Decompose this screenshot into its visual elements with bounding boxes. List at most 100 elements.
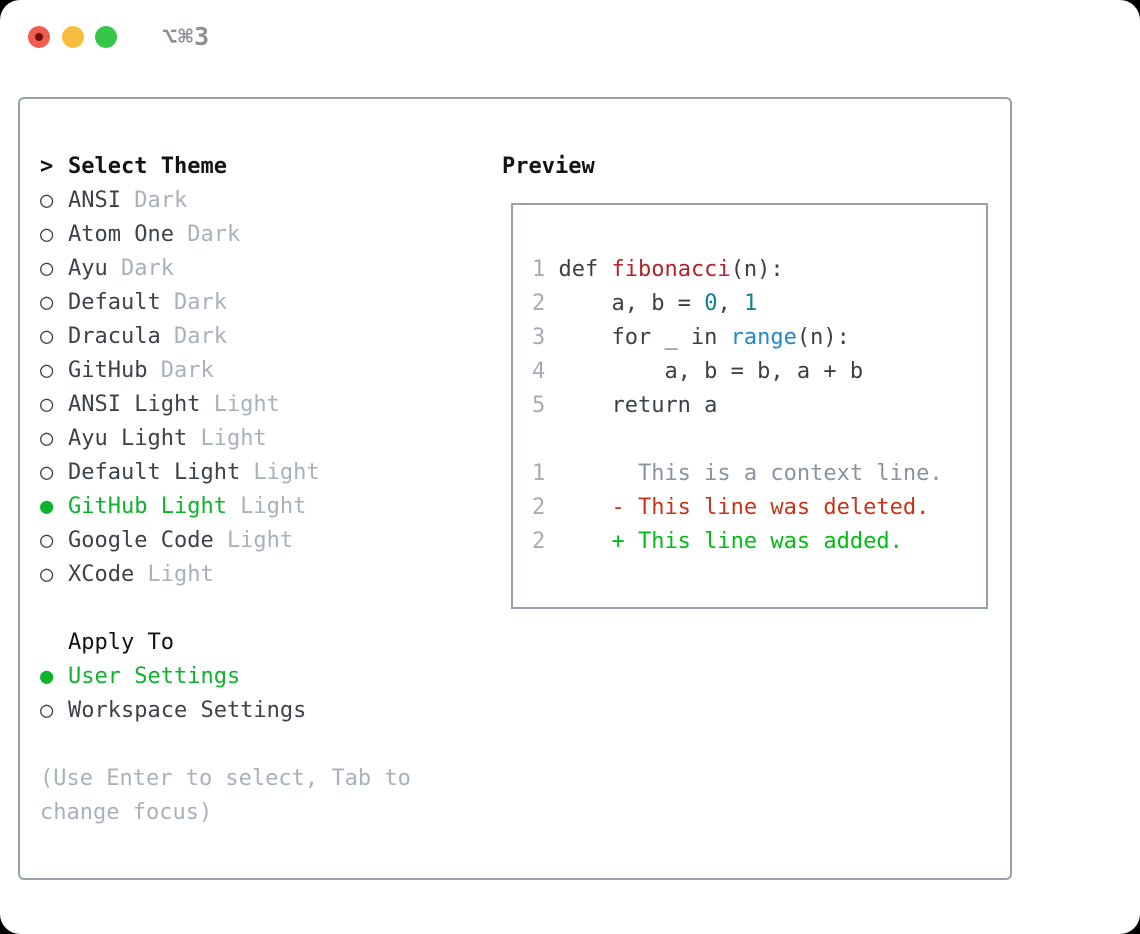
diff-text: This is a context line. xyxy=(545,461,943,486)
code-token-builtin: range xyxy=(730,325,797,350)
code-token: a, b = b, a + b xyxy=(545,359,864,384)
radio-icon: ○ xyxy=(40,290,54,315)
theme-tag: Light xyxy=(213,392,280,417)
theme-option-default-dark[interactable]: ○ Default Dark xyxy=(40,286,490,320)
radio-icon: ○ xyxy=(40,256,54,281)
radio-icon: ○ xyxy=(40,562,54,587)
line-number: 4 xyxy=(532,359,546,384)
theme-option-ayu-dark[interactable]: ○ Ayu Dark xyxy=(40,252,490,286)
theme-option-ansi-light[interactable]: ○ ANSI Light Light xyxy=(40,388,490,422)
code-line: 2 a, b = 0 , 1 xyxy=(532,287,986,321)
theme-tag: Light xyxy=(240,494,307,519)
select-theme-title: Select Theme xyxy=(68,154,227,179)
theme-option-default-light[interactable]: ○ Default Light Light xyxy=(40,456,490,490)
theme-name: XCode xyxy=(68,562,135,587)
theme-tag: Light xyxy=(253,460,320,485)
diff-deleted-line: 2 - This line was deleted. xyxy=(532,491,986,525)
radio-icon: ○ xyxy=(40,528,54,553)
theme-name: ANSI xyxy=(68,188,121,213)
radio-icon: ○ xyxy=(40,392,54,417)
code-token: def xyxy=(545,257,612,282)
diff-preview: 1 This is a context line. 2 - This line … xyxy=(532,457,986,559)
code-line: 5 return a xyxy=(532,389,986,423)
preview-title: Preview xyxy=(502,154,595,179)
code-line: 1 def fibonacci (n): xyxy=(532,253,986,287)
diff-added-line: 2 + This line was added. xyxy=(532,525,986,559)
help-text: (Use Enter to select, Tab to change focu… xyxy=(40,766,411,825)
code-token: for _ in xyxy=(545,325,731,350)
line-number: 2 xyxy=(532,291,546,316)
theme-option-ansi-dark[interactable]: ○ ANSI Dark xyxy=(40,184,490,218)
prompt-icon: > xyxy=(40,154,54,179)
select-theme-header: > Select Theme xyxy=(40,150,490,184)
code-token-function: fibonacci xyxy=(611,257,731,282)
theme-option-dracula-dark[interactable]: ○ Dracula Dark xyxy=(40,320,490,354)
code-token-number: 1 xyxy=(743,291,758,316)
preview-pane: 1 def fibonacci (n): 2 a, b = 0 , 1 3 fo… xyxy=(511,203,988,609)
diff-text: + This line was added. xyxy=(545,529,903,554)
radio-icon: ○ xyxy=(40,460,54,485)
theme-name: Default xyxy=(68,290,161,315)
theme-option-google-code-light[interactable]: ○ Google Code Light xyxy=(40,524,490,558)
apply-option-label: User Settings xyxy=(68,664,241,689)
theme-tag: Dark xyxy=(160,358,214,383)
line-number: 5 xyxy=(532,393,546,418)
theme-tag: Light xyxy=(200,426,267,451)
radio-selected-icon: ● xyxy=(40,664,54,689)
code-line: 4 a, b = b, a + b xyxy=(532,355,986,389)
theme-name: GitHub xyxy=(68,358,148,383)
apply-to-title: Apply To xyxy=(68,630,174,655)
theme-name: Google Code xyxy=(68,528,214,553)
radio-icon: ○ xyxy=(40,324,54,349)
diff-text: - This line was deleted. xyxy=(545,495,930,520)
radio-icon: ○ xyxy=(40,426,54,451)
code-token-number: 0 xyxy=(704,291,718,316)
line-number: 3 xyxy=(532,325,546,350)
spacer xyxy=(40,626,68,660)
theme-name: Ayu xyxy=(68,256,108,281)
radio-icon: ○ xyxy=(40,698,54,723)
theme-option-github-dark[interactable]: ○ GitHub Dark xyxy=(40,354,490,388)
theme-name: Atom One xyxy=(68,222,174,247)
radio-icon: ○ xyxy=(40,222,54,247)
theme-tag: Light xyxy=(226,528,294,553)
line-number: 1 xyxy=(532,257,546,282)
theme-option-ayu-light[interactable]: ○ Ayu Light Light xyxy=(40,422,490,456)
close-button[interactable] xyxy=(28,26,50,48)
theme-option-atom-one-dark[interactable]: ○ Atom One Dark xyxy=(40,218,490,252)
apply-option-workspace-settings[interactable]: ○ Workspace Settings xyxy=(40,694,490,728)
theme-option-xcode-light[interactable]: ○ XCode Light xyxy=(40,558,490,592)
radio-selected-icon: ● xyxy=(40,494,54,519)
apply-to-header: Apply To xyxy=(40,626,490,660)
code-token: , xyxy=(717,291,744,316)
theme-tag: Dark xyxy=(187,222,241,247)
code-token: a, b = xyxy=(545,291,705,316)
code-token: return a xyxy=(545,393,718,418)
theme-tag: Dark xyxy=(134,188,188,213)
theme-name: GitHub Light xyxy=(68,494,227,519)
line-number: 2 xyxy=(532,529,546,554)
theme-selector: > Select Theme ○ ANSI Dark ○ Atom One Da… xyxy=(40,150,490,830)
theme-tag: Dark xyxy=(173,290,227,315)
theme-name: ANSI Light xyxy=(68,392,201,417)
theme-name: Dracula xyxy=(68,324,161,349)
theme-tag: Light xyxy=(147,562,214,587)
code-token: (n): xyxy=(730,257,784,282)
theme-tag: Dark xyxy=(120,256,174,281)
diff-context-line: 1 This is a context line. xyxy=(532,457,986,491)
line-number: 2 xyxy=(532,495,546,520)
theme-name: Default Light xyxy=(68,460,241,485)
apply-option-label: Workspace Settings xyxy=(68,698,307,723)
theme-option-github-light[interactable]: ● GitHub Light Light xyxy=(40,490,490,524)
code-line: 3 for _ in range (n): xyxy=(532,321,986,355)
line-number: 1 xyxy=(532,461,546,486)
theme-name: Ayu Light xyxy=(68,426,188,451)
apply-option-user-settings[interactable]: ● User Settings xyxy=(40,660,490,694)
minimize-button[interactable] xyxy=(62,26,84,48)
zoom-button[interactable] xyxy=(95,26,117,48)
radio-icon: ○ xyxy=(40,358,54,383)
window-title: ⌥⌘3 xyxy=(162,22,211,51)
apply-to-section: Apply To ● User Settings ○ Workspace Set… xyxy=(40,626,490,728)
code-token: (n): xyxy=(796,325,850,350)
